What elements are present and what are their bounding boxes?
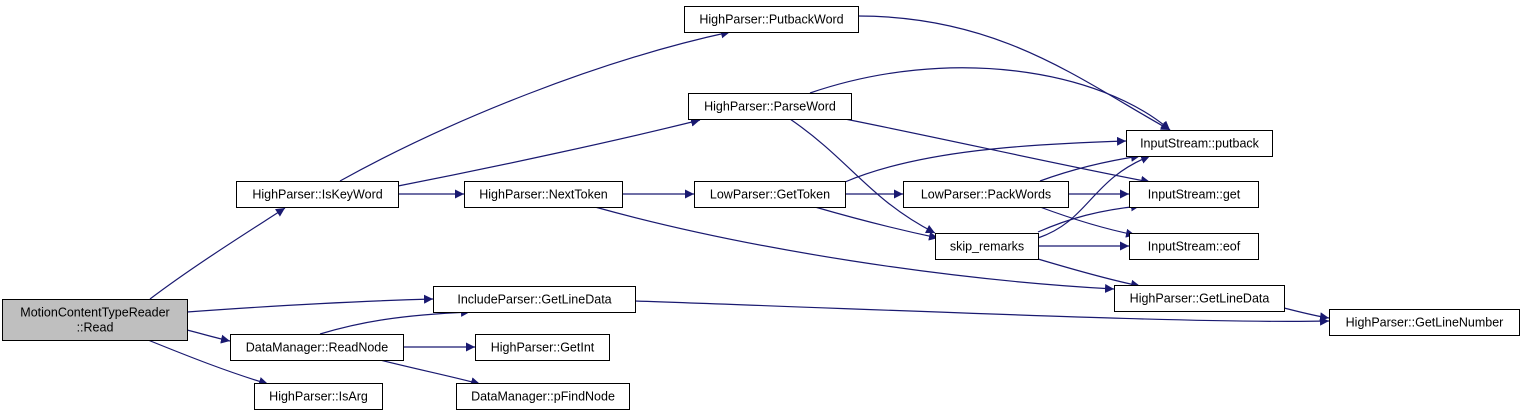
node-label: HighParser::IsArg xyxy=(269,390,368,404)
edges-layer xyxy=(147,15,1330,387)
node-skip_remarks[interactable]: skip_remarks xyxy=(935,233,1039,260)
edge-root-to-readnode xyxy=(186,329,231,344)
node-getlinenumber[interactable]: HighParser::GetLineNumber xyxy=(1329,309,1520,336)
node-get[interactable]: InputStream::get xyxy=(1129,181,1259,208)
node-box xyxy=(1114,285,1285,312)
node-label: InputStream::get xyxy=(1148,188,1241,202)
edge-gettoken-to-putback xyxy=(844,136,1127,183)
node-parseword[interactable]: HighParser::ParseWord xyxy=(688,93,852,120)
node-putback[interactable]: InputStream::putback xyxy=(1126,130,1273,157)
node-label: HighParser::GetLineNumber xyxy=(1346,316,1504,330)
node-label: HighParser::PutbackWord xyxy=(699,13,843,27)
edge-parseword-to-putback xyxy=(809,67,1171,131)
node-box xyxy=(935,233,1039,260)
nodes-layer: MotionContentTypeReader::ReadHighParser:… xyxy=(2,6,1520,410)
edge-include_getlinedata-to-getlinenumber xyxy=(634,300,1330,326)
node-box xyxy=(254,383,383,410)
node-label: HighParser::GetLineData xyxy=(1130,292,1270,306)
edge-skip_remarks-to-putback xyxy=(1037,155,1151,239)
node-box xyxy=(456,383,630,410)
node-box xyxy=(688,93,852,120)
node-box xyxy=(1126,130,1273,157)
edge-high_getlinedata-to-getlinenumber xyxy=(1283,307,1330,322)
node-getint[interactable]: HighParser::GetInt xyxy=(475,334,610,361)
node-label: HighParser::IsKeyWord xyxy=(252,188,382,202)
edge-gettoken-to-skip_remarks xyxy=(814,206,939,241)
edge-readnode-to-pfindnode xyxy=(379,359,481,387)
edge-iskeyword-to-parseword xyxy=(397,117,701,187)
node-box xyxy=(903,181,1069,208)
node-putbackword[interactable]: HighParser::PutbackWord xyxy=(684,6,859,33)
node-box xyxy=(230,334,404,361)
node-iskeyword[interactable]: HighParser::IsKeyWord xyxy=(236,181,399,208)
node-label: HighParser::GetInt xyxy=(491,341,595,355)
edge-putbackword-to-putback xyxy=(857,15,1171,131)
node-isarg[interactable]: HighParser::IsArg xyxy=(254,383,383,410)
node-label: DataManager::pFindNode xyxy=(471,390,615,404)
edge-parseword-to-get xyxy=(844,118,1151,185)
node-box xyxy=(464,181,623,208)
node-nexttoken[interactable]: HighParser::NextToken xyxy=(464,181,623,208)
node-box xyxy=(1129,181,1259,208)
node-label: IncludeParser::GetLineData xyxy=(457,293,611,307)
edge-parseword-to-skip_remarks xyxy=(789,118,936,234)
edge-root-to-iskeyword xyxy=(149,207,286,300)
edge-readnode-to-include_getlinedata xyxy=(319,307,471,335)
node-box xyxy=(684,6,859,33)
node-box xyxy=(236,181,399,208)
edge-skip_remarks-to-high_getlinedata xyxy=(1037,258,1141,289)
node-root[interactable]: MotionContentTypeReader::Read xyxy=(2,299,188,341)
edge-iskeyword-to-putbackword xyxy=(339,29,731,182)
node-label: ::Read xyxy=(77,321,114,335)
edge-packwords-to-eof xyxy=(1039,206,1136,238)
edge-root-to-isarg xyxy=(147,339,269,386)
node-box xyxy=(433,286,636,313)
node-pfindnode[interactable]: DataManager::pFindNode xyxy=(456,383,630,410)
edge-packwords-to-putback xyxy=(1039,152,1141,182)
edge-nexttoken-to-high_getlinedata xyxy=(594,206,1115,293)
node-label: InputStream::eof xyxy=(1148,240,1241,254)
edge-skip_remarks-to-get xyxy=(1037,202,1141,233)
node-label: skip_remarks xyxy=(950,240,1024,254)
node-eof[interactable]: InputStream::eof xyxy=(1129,233,1259,260)
node-box xyxy=(694,181,846,208)
node-readnode[interactable]: DataManager::ReadNode xyxy=(230,334,404,361)
node-packwords[interactable]: LowParser::PackWords xyxy=(903,181,1069,208)
node-label: InputStream::putback xyxy=(1140,137,1260,151)
node-box xyxy=(2,299,188,341)
edge-root-to-include_getlinedata xyxy=(186,294,434,313)
node-high_getlinedata[interactable]: HighParser::GetLineData xyxy=(1114,285,1285,312)
node-label: LowParser::PackWords xyxy=(921,188,1051,202)
node-label: MotionContentTypeReader xyxy=(20,306,169,320)
node-label: HighParser::NextToken xyxy=(479,188,608,202)
node-box xyxy=(1129,233,1259,260)
node-label: LowParser::GetToken xyxy=(710,188,830,202)
node-box xyxy=(1329,309,1520,336)
node-include_getlinedata[interactable]: IncludeParser::GetLineData xyxy=(433,286,636,313)
node-label: DataManager::ReadNode xyxy=(246,341,388,355)
node-label: HighParser::ParseWord xyxy=(704,100,836,114)
node-box xyxy=(475,334,610,361)
node-gettoken[interactable]: LowParser::GetToken xyxy=(694,181,846,208)
